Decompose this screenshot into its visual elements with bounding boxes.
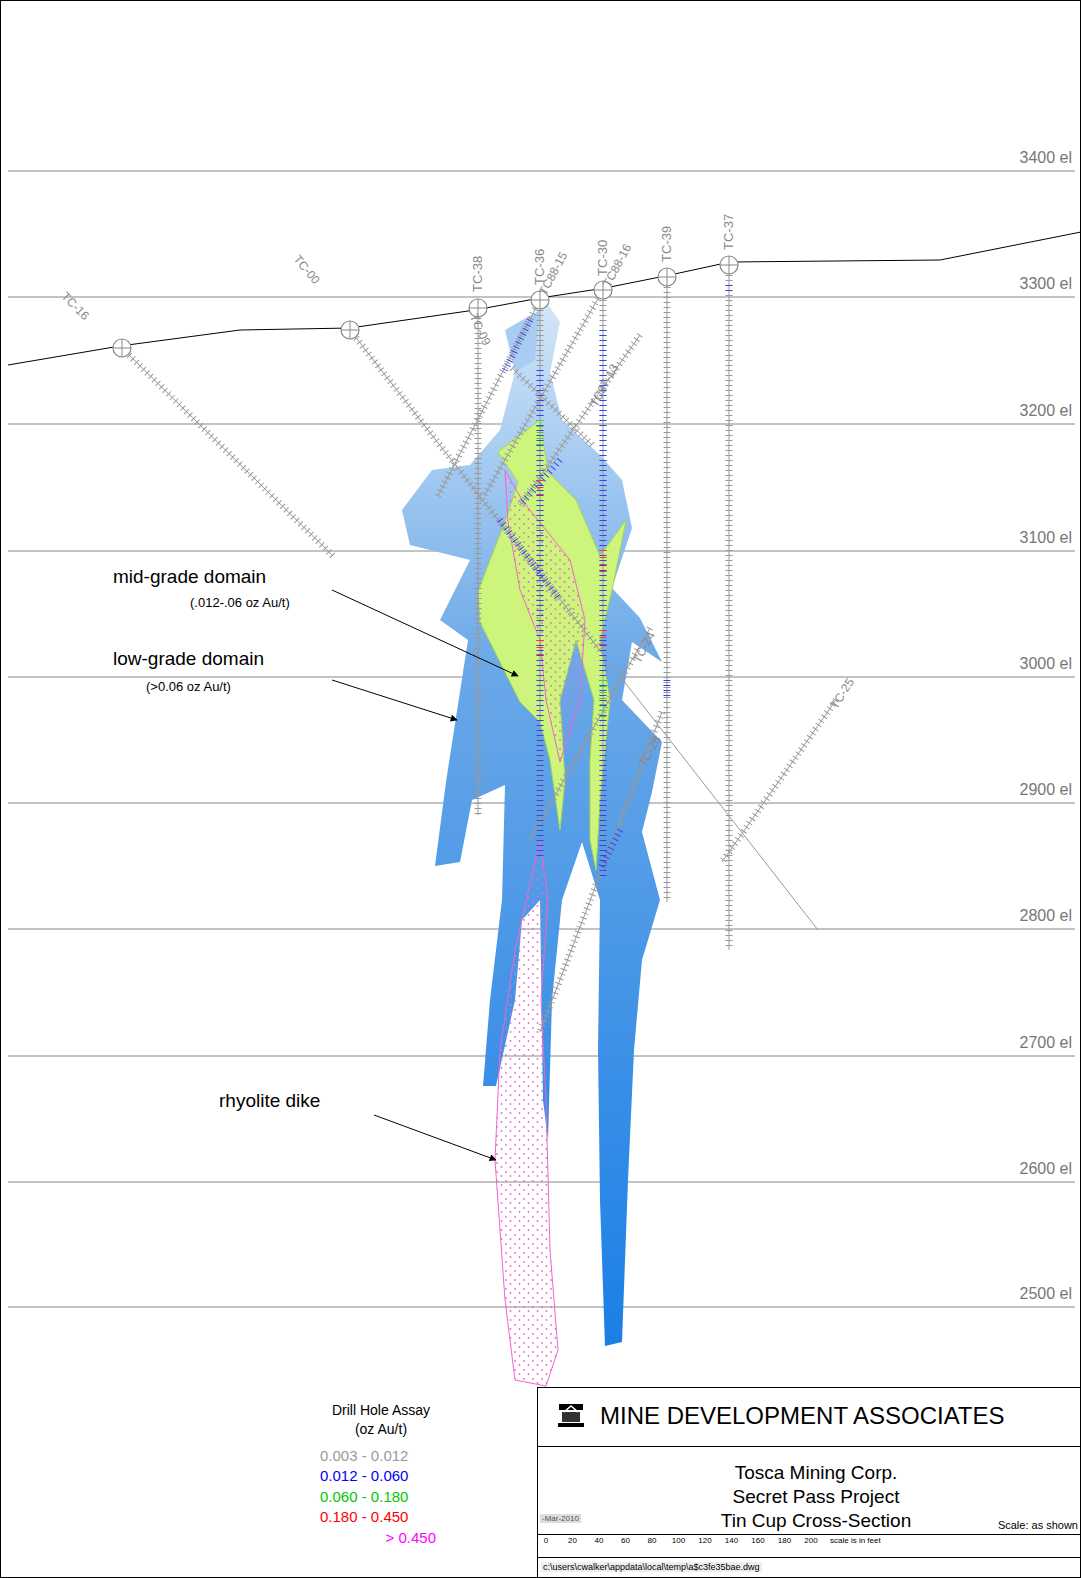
- title-text: Secret Pass Project: [733, 1486, 900, 1508]
- elevation-label: 2600 el: [1020, 1160, 1073, 1178]
- text-label: c:\users\cwalker\appdata\local\temp\a$c3…: [541, 1562, 762, 1572]
- legend-text: 0.012 - 0.060: [320, 1467, 408, 1484]
- text-label: (oz Au/t): [355, 1421, 407, 1437]
- legend-text: 0.003 - 0.012: [320, 1447, 408, 1464]
- drill-hole-label: TC-37: [722, 214, 737, 250]
- elevation-label: 3000 el: [1020, 655, 1073, 673]
- title-text: Tosca Mining Corp.: [735, 1462, 898, 1484]
- title-divider: [538, 1557, 1080, 1558]
- legend-text: > 0.450: [386, 1529, 436, 1546]
- legend-entry: 0.060 - 0.180: [320, 1488, 408, 1505]
- elevation-label: 2700 el: [1020, 1034, 1073, 1052]
- text-label: 60: [621, 1536, 630, 1545]
- text-label: 140: [725, 1536, 738, 1545]
- legend-entry: > 0.450: [386, 1529, 436, 1546]
- title-divider: [538, 1446, 1080, 1447]
- text-label: low-grade domain: [113, 648, 264, 670]
- legend-entry: 0.012 - 0.060: [320, 1467, 408, 1484]
- legend-text: 0.180 - 0.450: [320, 1508, 408, 1525]
- drill-hole-label: TC-39: [660, 226, 675, 262]
- text-label: Drill Hole Assay: [332, 1402, 430, 1418]
- elevation-label: 2800 el: [1020, 907, 1073, 925]
- text-label: rhyolite dike: [219, 1090, 320, 1112]
- text-label: mid-grade domain: [113, 566, 266, 588]
- elevation-label: 3300 el: [1020, 275, 1073, 293]
- drill-hole-label: TC-38: [471, 256, 486, 292]
- legend-entry: 0.003 - 0.012: [320, 1447, 408, 1464]
- text-label: 120: [698, 1536, 711, 1545]
- text-label: 200: [804, 1536, 817, 1545]
- title-text: Tin Cup Cross-Section: [721, 1510, 911, 1532]
- title-block: MINE DEVELOPMENT ASSOCIATES Tosca Mining …: [537, 1387, 1081, 1578]
- company-logo: [556, 1400, 586, 1430]
- text-label: (>0.06 oz Au/t): [146, 680, 231, 695]
- text-label: 180: [778, 1536, 791, 1545]
- elevation-label: 3200 el: [1020, 402, 1073, 420]
- drill-hole-label: TC-00: [290, 253, 322, 287]
- elevation-label: 2900 el: [1020, 781, 1073, 799]
- text-label: 100: [672, 1536, 685, 1545]
- text-label: scale is in feet: [830, 1536, 881, 1545]
- text-label: 0: [544, 1536, 548, 1545]
- legend-text: 0.060 - 0.180: [320, 1488, 408, 1505]
- text-label: 20: [568, 1536, 577, 1545]
- title-text: Scale: as shown: [998, 1519, 1078, 1532]
- text-label: 40: [595, 1536, 604, 1545]
- text-label: 80: [648, 1536, 657, 1545]
- drill-hole-label: TC-16: [58, 290, 91, 323]
- title-divider: [538, 1534, 1080, 1535]
- drill-hole-label: TC87-13: [588, 362, 622, 410]
- text-label: (.012-.06 oz Au/t): [190, 596, 290, 611]
- legend-entry: 0.180 - 0.450: [320, 1508, 408, 1525]
- elevation-label: 3400 el: [1020, 149, 1073, 167]
- drill-hole-label: TC-25: [828, 676, 857, 712]
- elevation-label: 2500 el: [1020, 1285, 1073, 1303]
- title-text: MINE DEVELOPMENT ASSOCIATES: [600, 1402, 1005, 1430]
- text-label: 160: [751, 1536, 764, 1545]
- drill-hole-label: TC-09: [466, 312, 493, 348]
- elevation-label: 3100 el: [1020, 529, 1073, 547]
- text-label: -Mar-2010: [540, 1514, 581, 1523]
